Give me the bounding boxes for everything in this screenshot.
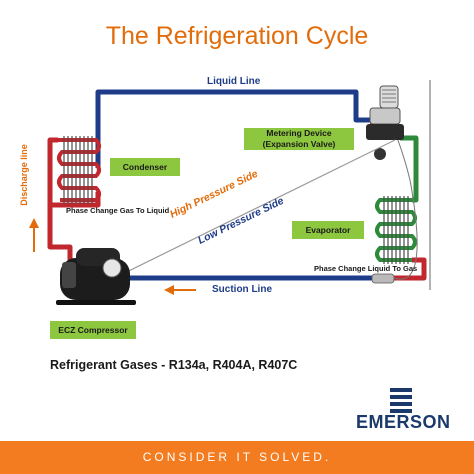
brand-wordmark: EMERSON — [356, 412, 451, 432]
refrigerant-gases-text: Refrigerant Gases - R134a, R404A, R407C — [50, 358, 298, 372]
compressor-icon — [56, 248, 136, 305]
liquid-line-label: Liquid Line — [207, 76, 261, 87]
evaporator-coil — [375, 198, 417, 262]
compressor-label: ECZ Compressor — [50, 321, 136, 339]
condenser-coil — [57, 138, 101, 202]
footer-bar: CONSIDER IT SOLVED. — [0, 441, 474, 474]
expansion-valve-icon — [366, 85, 404, 160]
liquid-line-pipe — [95, 89, 372, 168]
expansion-valve-subtitle: (Expansion Valve) — [262, 139, 336, 149]
pressure-divider-line — [89, 139, 396, 291]
phase-gas-to-liquid-label: Phase Change Gas To Liquid — [66, 206, 170, 215]
flow-arrow-up — [29, 218, 39, 252]
evaporator-fins — [383, 196, 409, 264]
evaporator-feed-pipe — [400, 135, 419, 203]
tagline: CONSIDER IT SOLVED. — [142, 450, 332, 464]
discharge-line-label: Discharge line — [18, 144, 29, 206]
emerson-logo-icon — [390, 388, 412, 413]
evaporator-outlet-pipe — [392, 257, 427, 281]
flow-arrow-left — [164, 285, 196, 295]
metering-device-label: Metering Device (Expansion Valve) — [244, 128, 354, 150]
metering-device-title: Metering Device — [266, 128, 332, 138]
page-title: The Refrigeration Cycle — [105, 22, 369, 50]
evaporator-label: Evaporator — [292, 221, 364, 239]
condenser-label: Condenser — [110, 158, 180, 176]
suction-line-label: Suction Line — [212, 284, 272, 295]
sensing-bulb — [371, 273, 395, 284]
condenser-fins — [63, 136, 93, 204]
phase-liquid-to-gas-label: Phase Change Liquid To Gas — [314, 264, 418, 273]
